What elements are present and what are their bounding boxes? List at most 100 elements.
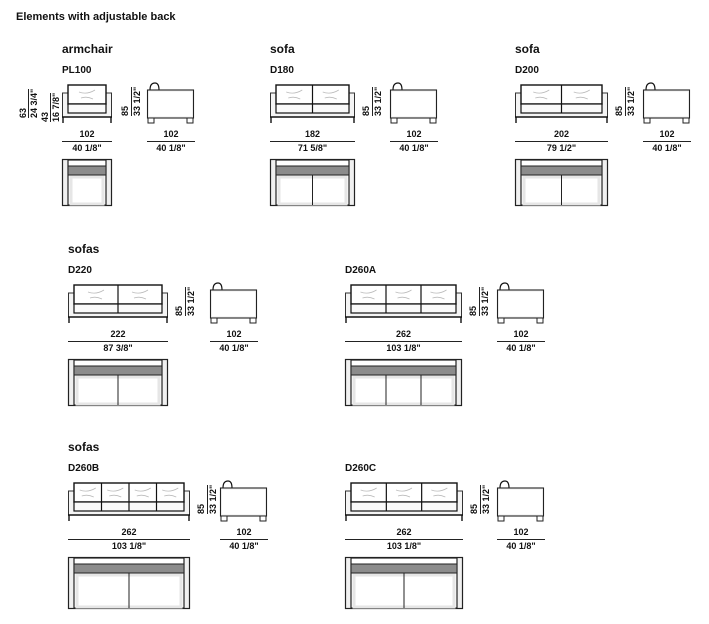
dimension-line <box>643 141 691 142</box>
leg <box>259 515 267 522</box>
dimension-line <box>62 141 112 142</box>
model-label: D220 <box>68 265 92 276</box>
backrest-bar <box>350 563 458 574</box>
headrest <box>499 282 510 291</box>
depth-cm: 102 <box>226 329 242 339</box>
leg <box>210 317 218 324</box>
height-cm: 85 <box>120 86 132 116</box>
top-view-drawing <box>61 158 113 207</box>
model-label: D260C <box>345 463 377 474</box>
width-cm: 262 <box>121 527 137 537</box>
cushion-crease <box>360 289 377 300</box>
side-view-drawing <box>642 82 691 124</box>
dimension-line <box>345 539 463 540</box>
height-inch: 33 1/2" <box>373 86 383 116</box>
category-label: sofas <box>68 242 100 256</box>
dimension-line <box>497 539 545 540</box>
depth-inch: 40 1/8" <box>399 143 429 153</box>
width-inch: 87 3/8" <box>103 343 133 353</box>
model-label: D200 <box>515 65 539 76</box>
depth-cm: 102 <box>406 129 422 139</box>
width-cm: 222 <box>110 329 126 339</box>
side-view-drawing <box>209 282 258 324</box>
depth-inch: 40 1/8" <box>219 343 249 353</box>
backrest-bar <box>275 165 350 176</box>
cushion-crease <box>430 289 447 300</box>
leg <box>497 317 505 324</box>
category-label: sofa <box>515 42 540 56</box>
cushion-crease <box>360 487 377 498</box>
side-view-drawing <box>496 480 545 522</box>
side-view-drawing <box>219 480 268 522</box>
leg <box>682 117 690 124</box>
width-cm: 102 <box>79 129 95 139</box>
cushion-crease <box>162 487 179 498</box>
height-inch: 33 1/2" <box>208 484 218 514</box>
leg <box>429 117 437 124</box>
backrest-bar <box>67 165 107 176</box>
cushion-crease <box>78 89 96 100</box>
seat-cushions <box>67 103 107 114</box>
model-label: D260B <box>68 463 100 474</box>
depth-dimension: 102 40 1/8" <box>390 129 438 154</box>
headrest <box>222 480 233 489</box>
cushion-crease <box>533 89 550 100</box>
headrest <box>149 82 160 91</box>
seat-cushions <box>350 303 457 314</box>
dimension-line <box>345 341 462 342</box>
front-view-drawing <box>68 482 190 521</box>
model-label: D260A <box>345 265 377 276</box>
width-inch: 103 1/8" <box>386 541 422 551</box>
depth-inch: 40 1/8" <box>156 143 186 153</box>
front-view-drawing <box>270 84 355 123</box>
width-cm: 202 <box>553 129 570 139</box>
height-inch: 33 1/2" <box>626 86 636 116</box>
depth-cm: 102 <box>659 129 675 139</box>
depth-cm: 102 <box>513 527 529 537</box>
height-cm: 85 <box>469 484 481 514</box>
top-view-drawing <box>344 556 464 610</box>
cushion-crease <box>134 487 151 498</box>
backrest-bar <box>73 563 185 574</box>
top-view-drawing <box>67 556 191 610</box>
cushion-crease <box>395 289 412 300</box>
backrest-bar <box>73 365 163 376</box>
dimension-line <box>220 539 268 540</box>
front-view-drawing <box>515 84 608 123</box>
height-cm: 85 <box>614 86 626 116</box>
depth-dimension: 102 40 1/8" <box>210 329 258 354</box>
cushion-crease <box>322 89 339 100</box>
width-cm: 182 <box>304 129 321 139</box>
backrest-bar <box>520 165 603 176</box>
front-view-drawing <box>62 84 112 123</box>
height-inch: 16 7/8" <box>51 92 61 122</box>
width-inch: 71 5/8" <box>297 143 328 153</box>
leg <box>220 515 228 522</box>
width-dimension: 222 87 3/8" <box>68 329 168 354</box>
backrest-bar <box>350 365 457 376</box>
height-cm: 43 <box>40 92 51 122</box>
depth-inch: 40 1/8" <box>506 343 536 353</box>
height-cm: 63 <box>18 88 29 118</box>
leg <box>497 515 505 522</box>
width-dimension: 182 71 5/8" <box>270 129 355 154</box>
back-cushions <box>67 84 107 105</box>
category-label: armchair <box>62 42 113 56</box>
back-cushions <box>350 482 458 503</box>
leg <box>536 515 544 522</box>
height-cm: 85 <box>468 286 480 316</box>
